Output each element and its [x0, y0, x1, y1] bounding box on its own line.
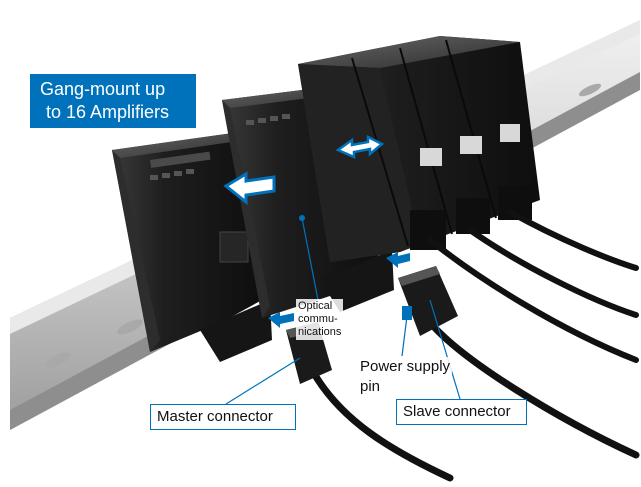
amplifier-unit-group — [298, 36, 540, 262]
gang-mount-banner: Gang-mount up to 16 Amplifiers — [30, 74, 196, 128]
optical-line-3: nications — [298, 326, 342, 338]
slave-connector — [398, 266, 458, 336]
power-supply-pin-label: Power supply pin — [358, 357, 453, 397]
slave-connector-label: Slave connector — [396, 399, 527, 425]
slide-arrow-icon — [268, 252, 410, 328]
optical-line-2: commu- — [298, 313, 338, 325]
optical-communications-label: Optical commu- nications — [296, 299, 344, 340]
move-both-arrow-icon — [335, 134, 385, 159]
leader-lines — [225, 217, 461, 405]
master-connector-label: Master connector — [150, 404, 296, 430]
banner-line-1: Gang-mount up — [40, 79, 166, 99]
optical-line-1: Optical — [298, 300, 333, 312]
cables — [308, 209, 640, 482]
banner-line-2: to 16 Amplifiers — [46, 102, 170, 122]
power-line-1: Power supply — [360, 358, 451, 375]
power-line-2: pin — [360, 378, 381, 395]
move-left-arrow-icon — [223, 171, 276, 206]
amplifier-unit-master — [112, 132, 272, 362]
